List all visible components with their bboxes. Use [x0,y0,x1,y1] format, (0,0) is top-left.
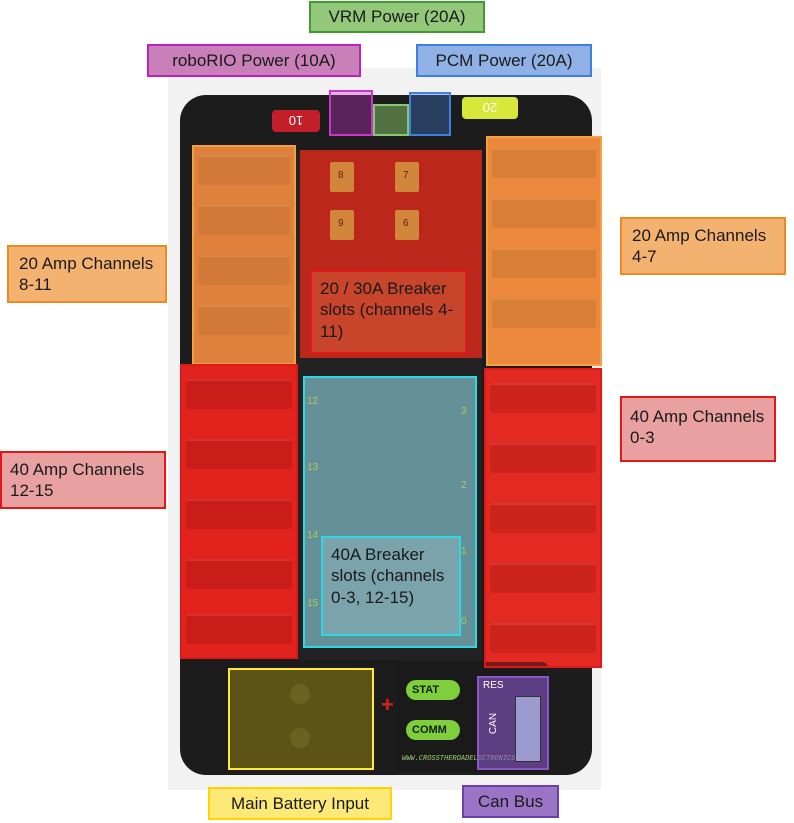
breaker-20-30a-label: 20 / 30A Breaker slots (channels 4-11) [310,270,467,354]
amp40-left-text: 40 Amp Channels 12-15 [10,460,145,501]
slot-number-6: 6 [403,218,409,229]
can-bus-label: Can Bus [462,785,559,818]
slot-number-8: 8 [338,170,344,181]
amp40-right-label: 40 Amp Channels 0-3 [620,396,776,462]
can-label: CAN [488,712,500,735]
pcm-power-box [409,92,451,136]
slot-number-14: 14 [307,530,319,541]
slot-number-1: 1 [461,546,467,557]
amp20-right-label: 20 Amp Channels 4-7 [620,217,786,275]
pcm-power-text: PCM Power (20A) [435,50,573,70]
amp40-right-box [484,368,602,668]
vrm-power-box [373,104,409,136]
roborio-power-text: roboRIO Power (10A) [172,50,336,70]
fuse-10a-label: 10 [288,113,304,129]
left-40a-connectors [180,364,298,659]
slot-number-0: 0 [461,616,467,627]
slot-number-9: 9 [338,218,344,229]
slot-number-13: 13 [307,462,319,473]
breaker-20-30a-text: 20 / 30A Breaker slots (channels 4-11) [320,279,454,341]
slot-number-2: 2 [461,480,467,491]
can-terminal-block [515,696,541,762]
slot-number-15: 15 [307,598,319,609]
amp20-right-box [486,136,602,366]
amp20-left-label: 20 Amp Channels 8-11 [7,245,167,303]
slot-number-12: 12 [307,396,319,407]
can-bus-text: Can Bus [477,791,544,811]
pcm-power-label: PCM Power (20A) [416,44,592,77]
stat-led: STAT [406,680,460,700]
slot-number-3: 3 [461,406,467,417]
breaker-40a-text: 40A Breaker slots (channels 0-3, 12-15) [331,545,445,607]
res-label: RES [483,680,504,691]
comm-led: COMM [406,720,460,740]
battery-terminal-icon [290,728,310,748]
fuse-20a: 20 [462,97,518,119]
can-bus-box: RES CAN [477,676,549,770]
battery-terminal-icon [290,684,310,704]
website-text: WWW.CROSSTHEROADELECTRONICS.COM [402,755,533,763]
amp40-right-text: 40 Amp Channels 0-3 [630,407,765,448]
amp20-right-text: 20 Amp Channels 4-7 [632,226,767,267]
fuse-20a-label: 20 [482,100,498,116]
amp40-left-box [180,364,298,659]
roborio-power-label: roboRIO Power (10A) [147,44,361,77]
fuse-10a: 10 [272,110,320,132]
right-40a-connectors [484,368,602,668]
plus-sign-icon: + [381,692,394,717]
main-battery-text: Main Battery Input [231,793,369,813]
roborio-power-box [329,90,373,136]
slot-number-7: 7 [403,170,409,181]
amp20-left-box [192,145,296,365]
amp20-left-text: 20 Amp Channels 8-11 [19,254,154,295]
amp40-left-label: 40 Amp Channels 12-15 [0,451,166,509]
stat-label: STAT [412,684,440,696]
breaker-40a-label: 40A Breaker slots (channels 0-3, 12-15) [321,536,461,636]
vrm-power-text: VRM Power (20A) [328,7,466,27]
vrm-power-label: VRM Power (20A) [309,1,485,33]
comm-label: COMM [412,724,447,736]
main-battery-box [228,668,374,770]
main-battery-label: Main Battery Input [208,787,392,820]
